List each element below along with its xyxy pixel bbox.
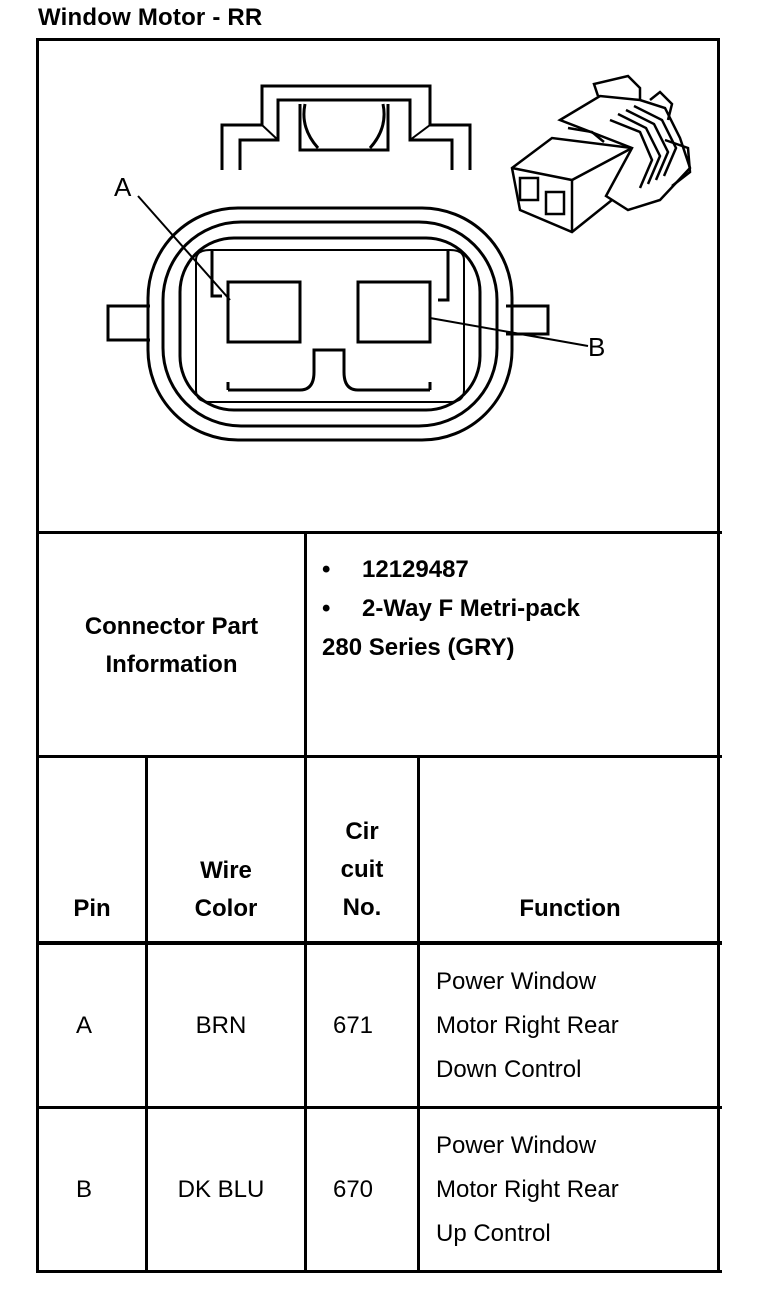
bullet-glyph: • (322, 556, 331, 583)
rule-info-divider (304, 531, 307, 758)
connector-series: 280 Series (GRY) (322, 634, 515, 661)
connector-3d-thumbnail (510, 74, 692, 234)
row-a-pin: A (75, 1012, 92, 1039)
row-b-function-line3: Up Control (436, 1220, 551, 1247)
rule-col-wire (304, 755, 307, 1273)
bullet-glyph: • (322, 595, 331, 622)
header-circuit-line3: No. (342, 894, 382, 921)
row-a-function-line1: Power Window (436, 968, 597, 995)
row-b-function-line1: Power Window (436, 1132, 597, 1159)
row-a-function-line2: Motor Right Rear (436, 1012, 619, 1039)
rule-diagram-bottom (36, 531, 722, 534)
connector-type: 2-Way F Metri-pack (362, 595, 580, 622)
connector-face-diagram: A B (106, 74, 692, 442)
pin-a-callout: A (114, 172, 132, 202)
header-wire-line1: Wire (200, 857, 252, 884)
rule-row-a-bottom (36, 1106, 722, 1109)
cavity-a (226, 280, 302, 344)
connector-info-label-line2: Information (105, 651, 238, 678)
header-wire-line2: Color (194, 895, 258, 922)
header-function: Function (519, 895, 621, 922)
rule-col-circuit (417, 755, 420, 1273)
header-pin: Pin (73, 895, 111, 922)
row-a-circuit: 671 (332, 1012, 374, 1039)
connector-table-frame (36, 38, 720, 1272)
header-wire-color: Wire Color (148, 852, 304, 928)
rule-info-bottom (36, 755, 722, 758)
row-b-pin: B (75, 1176, 92, 1203)
row-b-wire: DK BLU (177, 1176, 265, 1203)
connector-info-label: Connector Part Information (39, 608, 304, 684)
rule-col-pin (145, 755, 148, 1273)
row-b-function-line2: Motor Right Rear (436, 1176, 619, 1203)
header-circuit-line1: Cir (345, 818, 379, 845)
connector-info-values: • 12129487 • 2-Way F Metri-pack 280 Series… (322, 550, 580, 667)
header-circuit-line2: cuit (340, 856, 384, 883)
row-a-function: Power Window Motor Right Rear Down Contr… (436, 960, 619, 1092)
page-title: Window Motor - RR (38, 4, 263, 31)
header-circuit-no: Cir cuit No. (307, 813, 417, 927)
rule-header-bottom (36, 941, 722, 945)
rule-row-b-bottom (36, 1270, 722, 1273)
row-b-circuit: 670 (332, 1176, 374, 1203)
row-a-function-line3: Down Control (436, 1056, 582, 1083)
cavity-b (356, 280, 432, 344)
connector-info-label-line1: Connector Part (84, 613, 259, 640)
row-a-wire: BRN (195, 1012, 247, 1039)
part-number: 12129487 (362, 556, 469, 583)
pin-b-callout: B (588, 332, 605, 362)
row-b-function: Power Window Motor Right Rear Up Control (436, 1124, 619, 1256)
